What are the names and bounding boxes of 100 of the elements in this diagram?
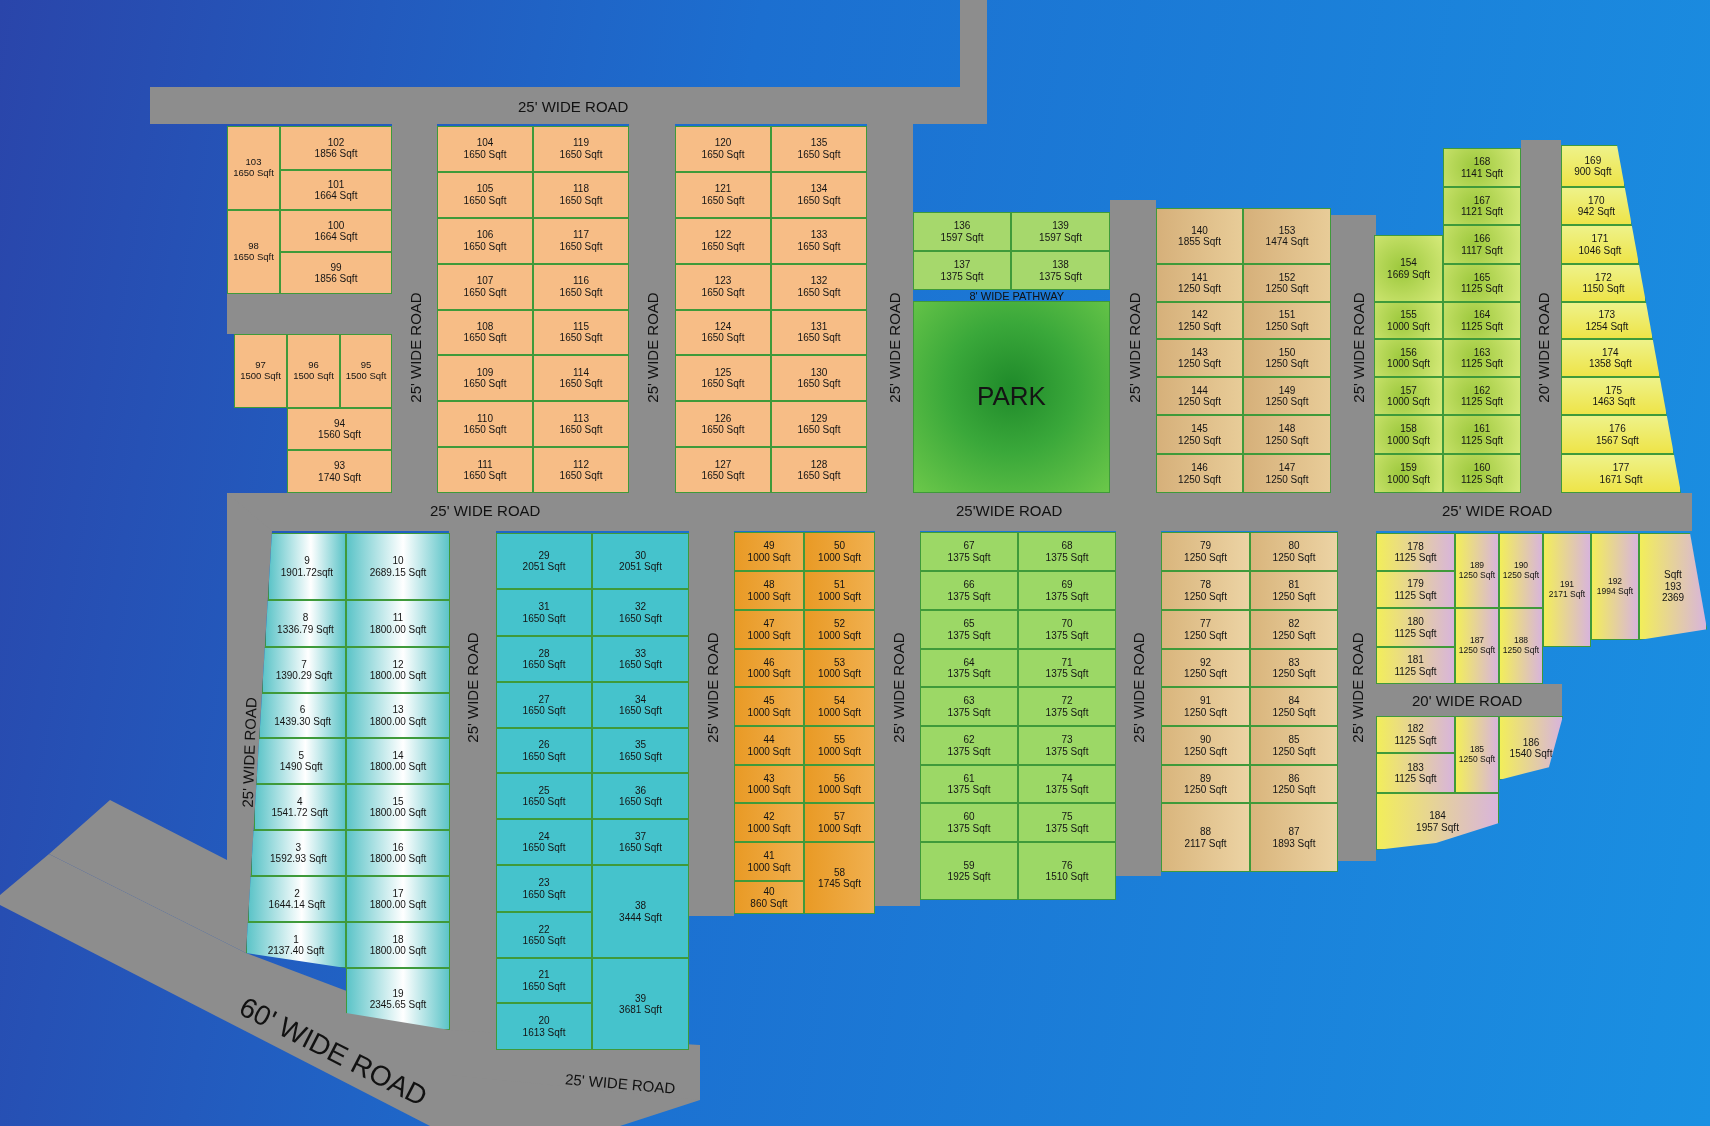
plot-number: 109 xyxy=(476,366,494,379)
plot-area: 1375 Sqft xyxy=(1045,668,1089,680)
plot-number: 43 xyxy=(763,772,775,784)
plot-area: 1650 Sqft xyxy=(701,424,745,436)
plot-number: 181 xyxy=(1407,654,1424,666)
plot xyxy=(734,649,804,687)
plot xyxy=(253,784,346,830)
plot-area: 1250 Sqft xyxy=(1272,590,1316,602)
plot-area: 1650 Sqft xyxy=(233,168,274,179)
plot-number: 17 xyxy=(392,887,404,899)
plot xyxy=(1011,251,1110,290)
plot-area: 1375 Sqft xyxy=(947,745,991,757)
plot-area: 1650 Sqft xyxy=(559,148,603,161)
plot-area: 1250 Sqft xyxy=(1272,784,1316,796)
plot xyxy=(1018,649,1116,687)
plot-area: 1650 Sqft xyxy=(559,470,603,482)
plot xyxy=(734,765,804,803)
plot xyxy=(734,726,804,765)
plot-area: 1125 Sqft xyxy=(1460,473,1504,485)
plot xyxy=(1156,208,1243,264)
plot-area: 1000 Sqft xyxy=(818,706,861,718)
plot xyxy=(1455,716,1499,793)
plot-area: 1650 Sqft xyxy=(522,659,566,671)
plot-area: 1375 Sqft xyxy=(947,706,991,718)
plot-number: 139 xyxy=(1052,220,1069,232)
plot xyxy=(1374,339,1443,377)
plot-number: 122 xyxy=(714,229,732,241)
plot-area: 1800.00 Sqft xyxy=(369,945,427,957)
plot-number: 160 xyxy=(1473,462,1491,474)
plot xyxy=(346,876,450,922)
plot-number: 39 xyxy=(634,992,647,1004)
plot-number: 72 xyxy=(1061,695,1073,707)
plot-area: 1925 Sqft xyxy=(947,871,991,883)
plot xyxy=(1250,649,1338,687)
plot-area: 1125 Sqft xyxy=(1394,734,1437,746)
plot-area: 1650 Sqft xyxy=(522,705,566,717)
plot-area: 1901.72sqft xyxy=(280,566,334,578)
plot-area: 1500 Sqft xyxy=(293,371,334,382)
plot-number: 67 xyxy=(963,540,975,552)
plot-number: 70 xyxy=(1061,618,1073,630)
plot xyxy=(734,687,804,726)
plot xyxy=(496,865,592,912)
plot xyxy=(287,334,340,408)
plot-number: 56 xyxy=(833,772,846,784)
plot-number: 3 xyxy=(295,841,302,853)
plot-area: 1650 Sqft xyxy=(619,750,662,762)
plot xyxy=(346,647,450,693)
plot xyxy=(287,450,392,493)
plot-area: 2051 Sqft xyxy=(619,561,662,573)
plot xyxy=(533,447,629,493)
plot-number: 167 xyxy=(1473,194,1491,206)
plot xyxy=(1018,842,1116,900)
plot-area: 1650 Sqft xyxy=(559,378,603,390)
plot-number: 47 xyxy=(763,618,775,630)
plot-area: 2117 Sqft xyxy=(1184,837,1227,849)
plot xyxy=(920,571,1018,610)
plot-area: 1358 Sqft xyxy=(1588,358,1632,370)
plot-number: 100 xyxy=(327,219,345,231)
plot-area: 1650 Sqft xyxy=(463,240,507,253)
plot xyxy=(1443,187,1521,225)
plot-number: 111 xyxy=(477,458,493,471)
plot xyxy=(437,401,533,448)
plot-number: 114 xyxy=(573,366,589,379)
plot xyxy=(1376,533,1455,571)
plot xyxy=(1374,415,1443,454)
plot xyxy=(1543,533,1591,647)
plot-area: 1650 Sqft xyxy=(463,470,507,482)
plot xyxy=(1561,339,1660,377)
plot-area: 1250 Sqft xyxy=(1458,646,1496,656)
plot xyxy=(437,217,533,264)
plot xyxy=(496,728,592,773)
plot-area: 1463 Sqft xyxy=(1592,396,1636,408)
plot xyxy=(804,803,875,842)
plot xyxy=(247,876,346,922)
plot-number: 18 xyxy=(392,933,404,945)
plot-number: 120 xyxy=(714,137,732,149)
plot-area: 1000 Sqft xyxy=(818,668,861,680)
plot-area: 1800.00 Sqft xyxy=(369,899,427,911)
plot xyxy=(280,210,392,252)
plot-number: 91 xyxy=(1199,695,1212,707)
plot xyxy=(675,447,771,493)
plot-number: 148 xyxy=(1278,423,1296,435)
plot-number: 38 xyxy=(634,900,647,912)
plot-number: 97 xyxy=(255,360,266,371)
plot-area: 1994 Sqft xyxy=(1596,586,1634,597)
plot xyxy=(1499,608,1543,684)
plot-number: 132 xyxy=(810,275,828,287)
plot-number: 75 xyxy=(1061,811,1073,823)
plot-number: 169 xyxy=(1584,154,1602,166)
road-label: 25' WIDE ROAD xyxy=(885,291,903,403)
plot-number: 50 xyxy=(833,540,846,552)
plot xyxy=(734,610,804,649)
plot-number: 23 xyxy=(538,877,550,889)
plot-area: 1250 Sqft xyxy=(1265,396,1309,408)
plot-area: 1474 Sqft xyxy=(1265,236,1309,248)
plot xyxy=(675,126,771,172)
plot-number: 59 xyxy=(963,859,975,871)
plot-number: 25 xyxy=(538,784,550,796)
plot xyxy=(1161,803,1250,872)
plot xyxy=(437,171,533,218)
